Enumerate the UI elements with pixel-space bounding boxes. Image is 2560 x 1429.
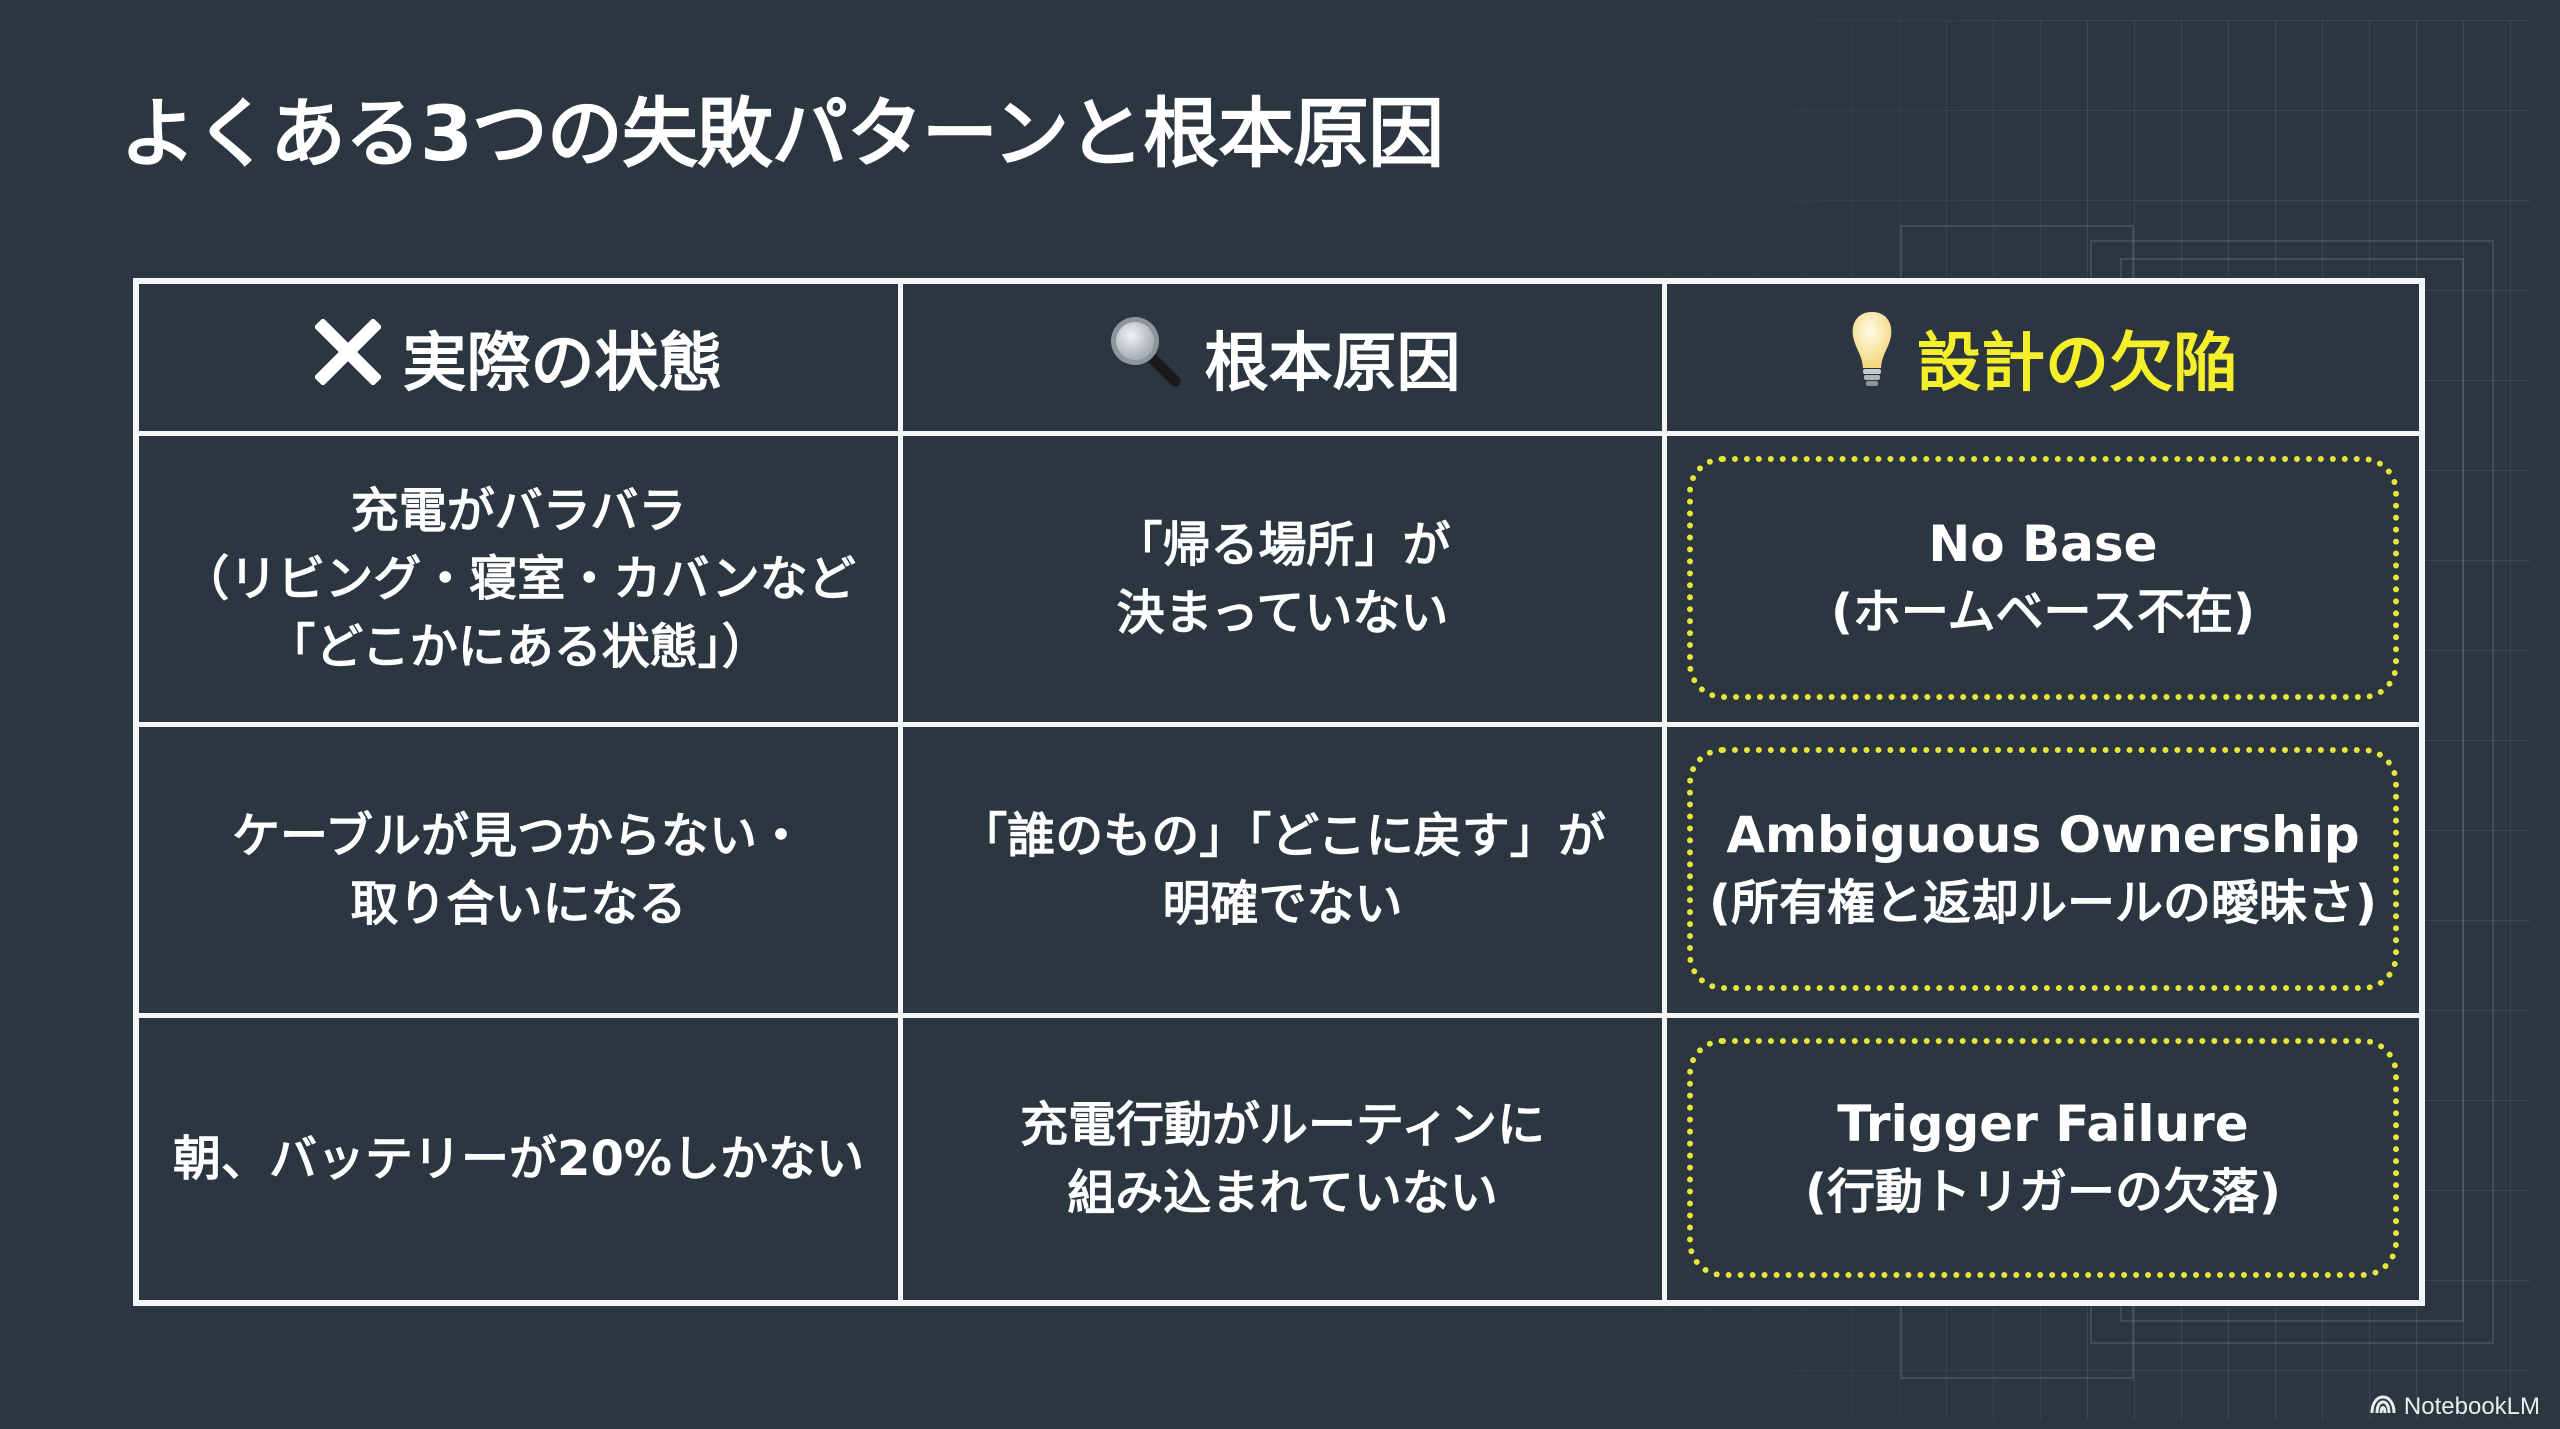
design-flaw-jp: (ホームベース不在) [1830, 584, 2256, 640]
header-label: 根本原因 [1204, 326, 1461, 401]
notebooklm-watermark: NotebookLM [2370, 1393, 2540, 1421]
header-design-flaw: 設計の欠陥 [1667, 284, 2419, 436]
design-flaw-jp: (行動トリガーの欠落) [1805, 1164, 2281, 1220]
root-cause-text: 充電行動がルーティンに 組み込まれていない [1019, 1097, 1546, 1221]
actual-state-text: 朝、バッテリーが20%しかない [173, 1131, 864, 1187]
table-cell-actual-state: 朝、バッテリーが20%しかない [139, 1018, 903, 1300]
table-cell-actual-state: ケーブルが見つからない・ 取り合いになる [139, 727, 903, 1018]
table-cell-root-cause: 「帰る場所」が 決まっていない [903, 436, 1667, 727]
table-cell-root-cause: 「誰のもの」「どこに戻す」が 明確でない [903, 727, 1667, 1018]
root-cause-text: 「帰る場所」が 決まっていない [1114, 517, 1451, 641]
design-flaw-en: No Base [1928, 515, 2158, 573]
page-title: よくある3つの失敗パターンと根本原因 [120, 89, 1444, 178]
design-flaw-en: Ambiguous Ownership [1726, 806, 2360, 864]
header-label: 実際の状態 [402, 326, 723, 401]
design-flaw-box: No Base (ホームベース不在) [1687, 456, 2399, 700]
watermark-label: NotebookLM [2403, 1393, 2540, 1420]
header-label: 設計の欠陥 [1917, 326, 2237, 401]
cross-mark-icon [314, 318, 381, 398]
actual-state-text: 充電がバラバラ （リビング・寝室・カバンなど 「どこかにある状態」） [181, 483, 856, 675]
design-flaw-box: Trigger Failure (行動トリガーの欠落) [1687, 1038, 2399, 1278]
failure-pattern-table: 実際の状態 根本原因 [133, 278, 2425, 1306]
design-flaw-en: Trigger Failure [1837, 1095, 2249, 1153]
table-cell-actual-state: 充電がバラバラ （リビング・寝室・カバンなど 「どこかにある状態」） [139, 436, 903, 727]
header-root-cause: 根本原因 [903, 284, 1667, 436]
table-cell-design-flaw: No Base (ホームベース不在) [1667, 436, 2419, 727]
header-actual-state: 実際の状態 [139, 284, 903, 436]
table-cell-design-flaw: Ambiguous Ownership (所有権と返却ルールの曖昧さ) [1667, 727, 2419, 1018]
light-bulb-icon [1849, 310, 1895, 406]
magnifying-glass-icon [1105, 311, 1183, 405]
root-cause-text: 「誰のもの」「どこに戻す」が 明確でない [959, 808, 1606, 932]
actual-state-text: ケーブルが見つからない・ 取り合いになる [231, 808, 806, 932]
table-cell-design-flaw: Trigger Failure (行動トリガーの欠落) [1667, 1018, 2419, 1300]
notebooklm-logo-icon [2370, 1393, 2396, 1421]
design-flaw-jp: (所有権と返却ルールの曖昧さ) [1709, 875, 2377, 931]
design-flaw-box: Ambiguous Ownership (所有権と返却ルールの曖昧さ) [1687, 747, 2399, 991]
table-cell-root-cause: 充電行動がルーティンに 組み込まれていない [903, 1018, 1667, 1300]
